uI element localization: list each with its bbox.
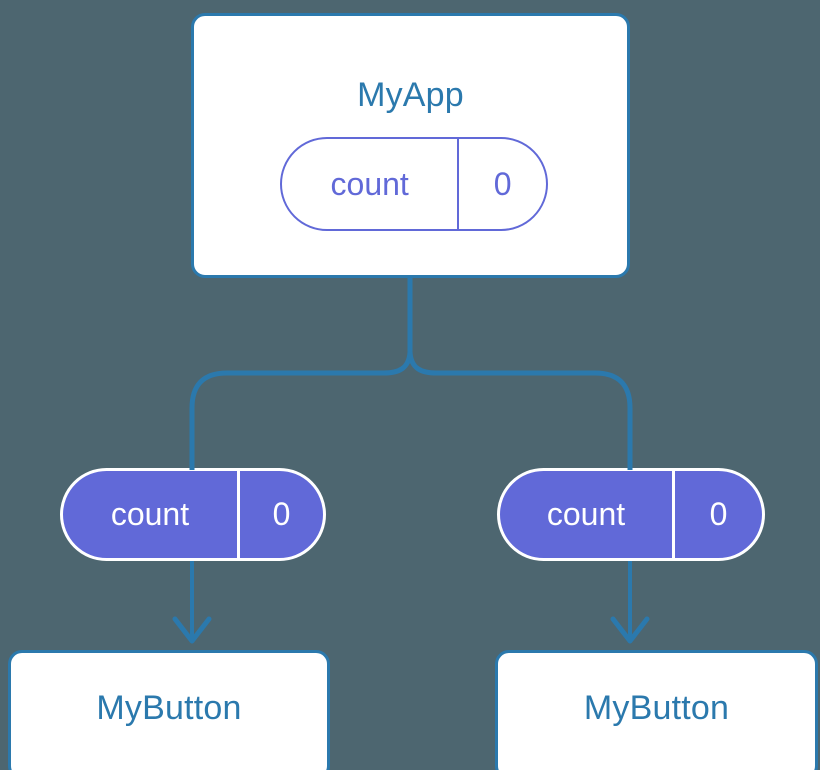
state-pill-myapp[interactable]: count 0: [280, 137, 548, 231]
arrowhead-right-icon: [610, 616, 650, 644]
component-card-myapp[interactable]: MyApp count 0: [191, 13, 630, 278]
props-pill-right[interactable]: count 0: [497, 468, 765, 561]
arrowhead-left-icon: [172, 616, 212, 644]
props-pill-value: 0: [672, 471, 762, 558]
component-title-mybutton: MyButton: [96, 689, 242, 727]
state-pill-value: 0: [457, 139, 546, 229]
props-pill-value: 0: [236, 471, 323, 558]
props-pill-left[interactable]: count 0: [60, 468, 326, 561]
props-pill-key: count: [546, 496, 626, 532]
component-title-myapp: MyApp: [357, 76, 464, 114]
edge-myapp-to-props-right: [407, 351, 633, 470]
component-card-mybutton-left[interactable]: MyButton: [8, 650, 330, 770]
component-title-mybutton: MyButton: [583, 689, 730, 727]
component-card-mybutton-right[interactable]: MyButton: [495, 650, 818, 770]
edge-myapp-to-props-left: [189, 351, 413, 470]
state-pill-key: count: [330, 165, 409, 202]
props-pill-key: count: [110, 496, 190, 532]
